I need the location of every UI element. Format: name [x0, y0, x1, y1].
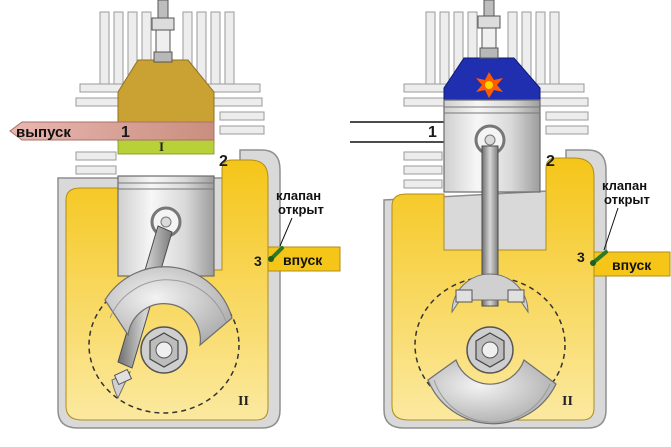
left-port-exhaust-number: 1: [121, 124, 130, 141]
left-valve-pointer: [279, 217, 293, 247]
right-port-transfer-number: 2: [546, 153, 555, 170]
valve-icon: [268, 246, 284, 262]
right-crank-disc: [427, 273, 557, 425]
left-crank-disc: [104, 266, 233, 400]
spark-plug-icon: [477, 0, 501, 59]
left-exhaust-label: выпуск: [16, 124, 71, 141]
right-valve-pointer: [603, 207, 619, 251]
right-intake-label: впуск: [612, 257, 652, 273]
left-zone-upper-roman: I: [159, 139, 164, 154]
left-piston: [117, 175, 215, 277]
right-valve-label-line1: клапан: [602, 178, 647, 193]
right-connecting-rod: [481, 145, 499, 307]
right-valve-label-line2: открыт: [604, 192, 650, 207]
right-zone-lower-roman: II: [562, 394, 573, 409]
valve-icon: [590, 250, 608, 266]
left-valve-label-line2: открыт: [278, 202, 324, 217]
right-port-exhaust-number: 1: [428, 124, 437, 141]
right-engine: впуск 3 1 2 клапан открыт II: [350, 0, 671, 429]
spark-burst-icon: [476, 72, 503, 98]
left-port-intake-number: 3: [254, 253, 262, 269]
left-port-transfer-number: 2: [219, 153, 228, 170]
left-zone-lower-roman: II: [238, 394, 249, 409]
left-valve-label-line1: клапан: [276, 188, 321, 203]
spark-plug-icon: [151, 0, 175, 63]
right-intake-pipe: [593, 251, 671, 277]
left-engine: I выпуск 1: [9, 0, 341, 429]
right-port-intake-number: 3: [577, 249, 585, 265]
left-intake-label: впуск: [283, 252, 323, 268]
arrow-left-icon: [9, 121, 215, 141]
